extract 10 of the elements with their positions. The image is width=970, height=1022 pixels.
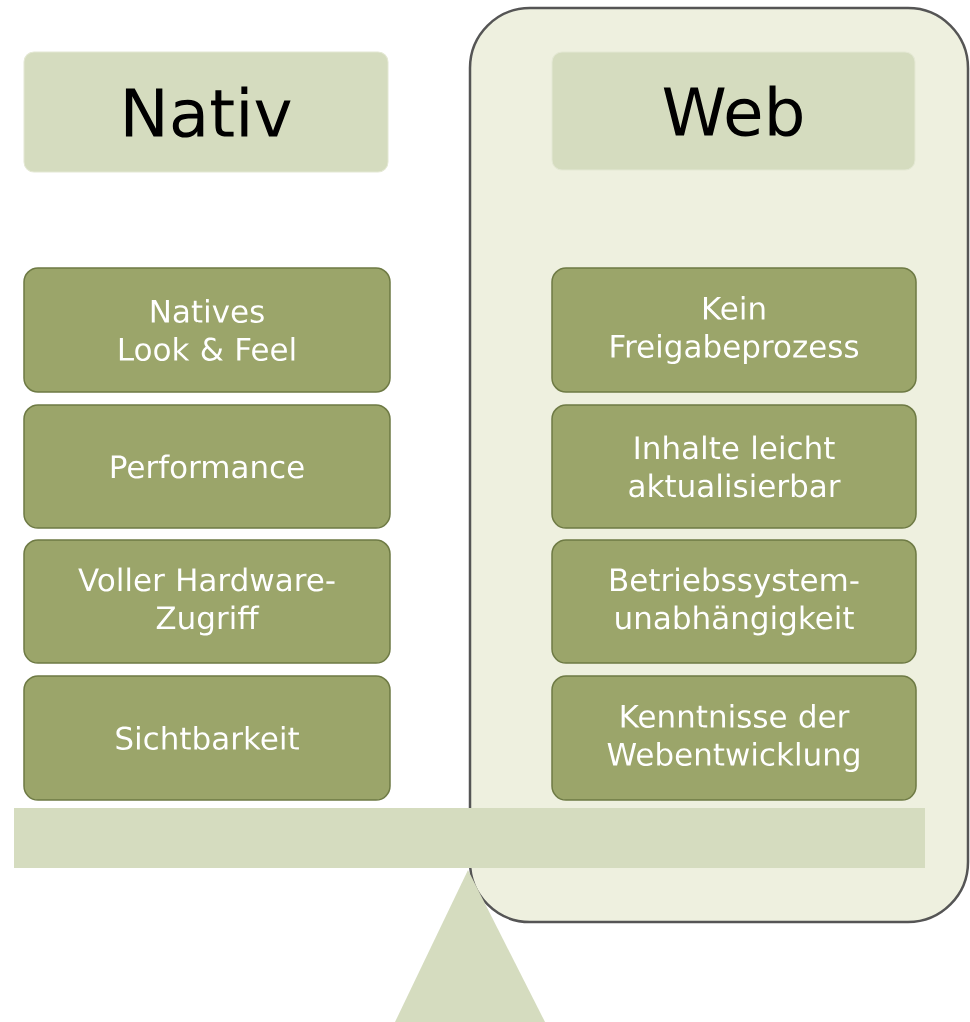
feature-box: Sichtbarkeit — [23, 675, 391, 801]
feature-box: Betriebssystem-unabhängigkeit — [551, 539, 917, 664]
feature-box: Kein Freigabeprozess — [551, 267, 917, 393]
column-heading-box: Web — [551, 51, 916, 171]
column-heading-box: Nativ — [23, 51, 389, 173]
feature-box: Kenntnisse der Webentwicklung — [551, 675, 917, 801]
feature-box: Voller Hardware-Zugriff — [23, 539, 391, 664]
feature-box: Inhalte leicht aktualisierbar — [551, 404, 917, 529]
feature-box: Performance — [23, 404, 391, 529]
feature-box: Natives Look & Feel — [23, 267, 391, 393]
